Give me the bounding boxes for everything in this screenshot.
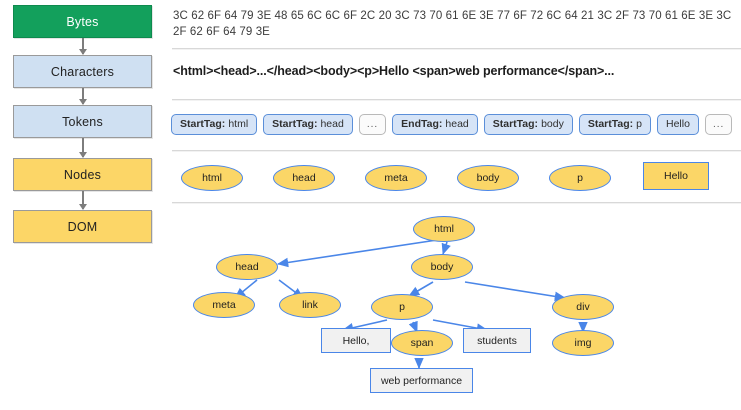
- pipeline-stage-bytes: Bytes: [13, 5, 152, 38]
- tree-node-label: div: [576, 301, 590, 313]
- pipeline-arrow-bytes-to-characters: [79, 38, 87, 55]
- node-label: meta: [384, 172, 408, 184]
- tree-node-label: students: [477, 334, 517, 347]
- token-chip-value: ...: [366, 118, 379, 130]
- node-label: Hello: [664, 170, 688, 182]
- token-chip: StartTag:html: [171, 113, 258, 135]
- dom-tree: html head body meta link p div span: [165, 202, 741, 410]
- edge-body-p: [408, 281, 434, 297]
- node-label: head: [292, 172, 316, 184]
- tree-node-div: div: [552, 294, 614, 320]
- node-ellipse-html: html: [181, 165, 243, 191]
- pipeline-column: Bytes Characters Tokens Nodes DOM: [0, 0, 165, 410]
- token-chip-ellipsis: ...: [704, 113, 733, 135]
- tree-node-label: p: [399, 301, 405, 313]
- tree-text-node-web-performance: web performance: [370, 368, 473, 393]
- tree-node-img: img: [552, 330, 614, 356]
- pipeline-stage-tokens: Tokens: [13, 105, 152, 138]
- tree-node-label: html: [434, 223, 454, 235]
- tree-node-meta: meta: [193, 292, 255, 318]
- token-chip-value: html: [228, 118, 249, 130]
- pipeline-arrow-nodes-to-dom: [79, 191, 87, 210]
- tree-node-p: p: [371, 294, 433, 320]
- pipeline-arrow-tokens-to-nodes: [79, 138, 87, 158]
- token-chip-kind: EndTag:: [401, 118, 443, 130]
- edge-html-body: [441, 241, 451, 255]
- tree-node-label: head: [235, 261, 259, 273]
- tokens-row: StartTag:html StartTag:head ... EndTag:h…: [171, 113, 733, 135]
- token-chip-value: p: [636, 118, 642, 130]
- tree-text-node-hello: Hello,: [321, 328, 391, 353]
- node-label: body: [476, 172, 500, 184]
- token-chip-value: body: [541, 118, 564, 130]
- tree-node-label: web performance: [380, 374, 463, 387]
- token-chip: StartTag:body: [483, 113, 573, 135]
- tree-node-span: span: [391, 330, 453, 356]
- tree-node-label: img: [574, 337, 592, 349]
- token-chip: EndTag:head: [392, 113, 478, 135]
- tree-node-html: html: [413, 216, 475, 242]
- token-chip-value: ...: [712, 118, 725, 130]
- characters-markup-text: <html><head>...</head><body><p>Hello <sp…: [173, 64, 615, 78]
- tree-text-node-students: students: [463, 328, 531, 353]
- tree-node-head: head: [216, 254, 278, 280]
- token-chip-value: head: [320, 118, 344, 130]
- divider-bytes: [172, 48, 741, 50]
- tree-node-body: body: [411, 254, 473, 280]
- token-chip-value: Hello: [666, 118, 690, 130]
- pipeline-stage-dom: DOM: [13, 210, 152, 243]
- tree-node-label: body: [430, 261, 454, 273]
- token-chip: Hello: [657, 113, 699, 135]
- edge-body-div: [464, 281, 566, 302]
- pipeline-arrow-characters-to-tokens: [79, 88, 87, 105]
- token-chip-kind: StartTag:: [587, 118, 634, 130]
- divider-nodes: [172, 202, 741, 204]
- node-ellipse-body: body: [457, 165, 519, 191]
- pipeline-stage-label: Characters: [50, 64, 115, 79]
- nodes-row: html head meta body p Hello: [165, 158, 741, 198]
- tree-node-label: meta: [212, 299, 236, 311]
- node-note-hello: Hello: [643, 162, 709, 190]
- pipeline-stage-label: DOM: [67, 219, 98, 234]
- token-chip-value: head: [445, 118, 469, 130]
- pipeline-stage-nodes: Nodes: [13, 158, 152, 191]
- node-label: p: [577, 172, 583, 184]
- content-column: 3C 62 6F 64 79 3E 48 65 6C 6C 6F 2C 20 3…: [165, 0, 741, 410]
- bytes-hex-text: 3C 62 6F 64 79 3E 48 65 6C 6C 6F 2C 20 3…: [173, 10, 732, 38]
- token-chip-kind: StartTag:: [492, 118, 539, 130]
- token-chip-ellipsis: ...: [358, 113, 387, 135]
- pipeline-stage-label: Nodes: [63, 167, 102, 182]
- token-chip-kind: StartTag:: [180, 118, 226, 130]
- divider-characters: [172, 99, 741, 101]
- token-chip-kind: StartTag:: [272, 118, 318, 130]
- edge-html-head: [277, 239, 438, 268]
- tree-node-label: link: [302, 299, 318, 311]
- node-ellipse-meta: meta: [365, 165, 427, 191]
- tree-node-label: span: [410, 337, 434, 349]
- pipeline-stage-label: Tokens: [62, 114, 103, 129]
- tree-node-label: Hello,: [342, 334, 370, 347]
- pipeline-stage-characters: Characters: [13, 55, 152, 88]
- node-ellipse-p: p: [549, 165, 611, 191]
- node-label: html: [202, 172, 222, 184]
- token-chip: StartTag:head: [263, 113, 353, 135]
- token-chip: StartTag:p: [578, 113, 651, 135]
- divider-tokens: [172, 150, 741, 152]
- pipeline-stage-label: Bytes: [66, 14, 99, 29]
- node-ellipse-head: head: [273, 165, 335, 191]
- tree-node-link: link: [279, 292, 341, 318]
